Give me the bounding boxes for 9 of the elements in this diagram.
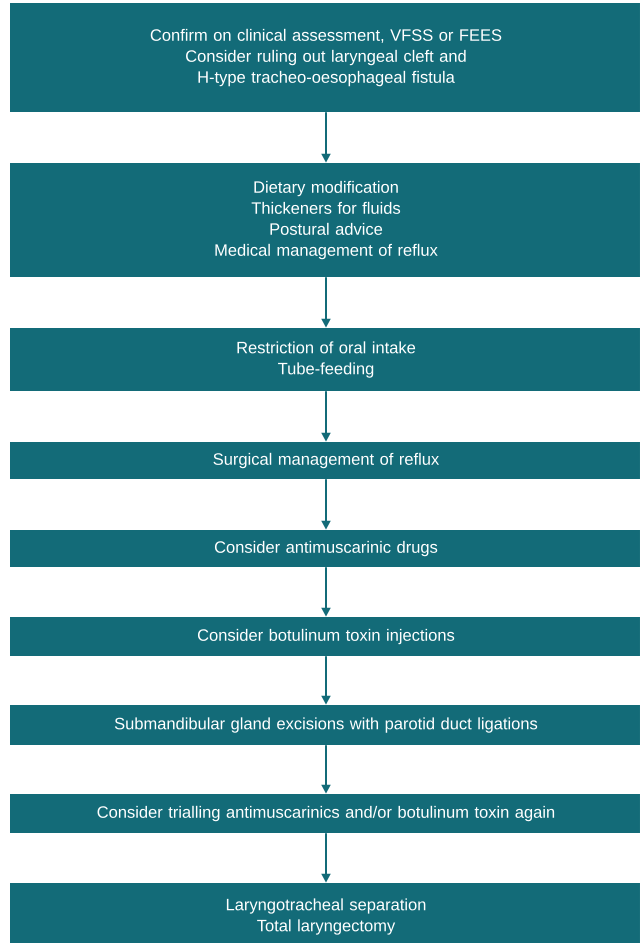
process-box: Consider trialling antimuscarinics and/or botulinum toxin again [10,794,640,833]
process-box: Dietary modification Thickeners for fluids Postural advice Medical management of reflux [10,163,640,277]
process-box: Confirm on clinical assessment, VFSS or FEES Consider ruling out laryngeal cleft and H-type tracheo-oesophageal fistula [10,3,640,112]
process-box: Consider antimuscarinic drugs [10,530,640,567]
process-box: Surgical management of reflux [10,442,640,479]
process-box: Consider botulinum toxin injections [10,617,640,656]
process-box: Restriction of oral intake Tube-feeding [10,328,640,391]
process-box: Laryngotracheal separation Total laryngectomy [10,883,640,943]
process-box: Submandibular gland excisions with parotid duct ligations [10,705,640,745]
